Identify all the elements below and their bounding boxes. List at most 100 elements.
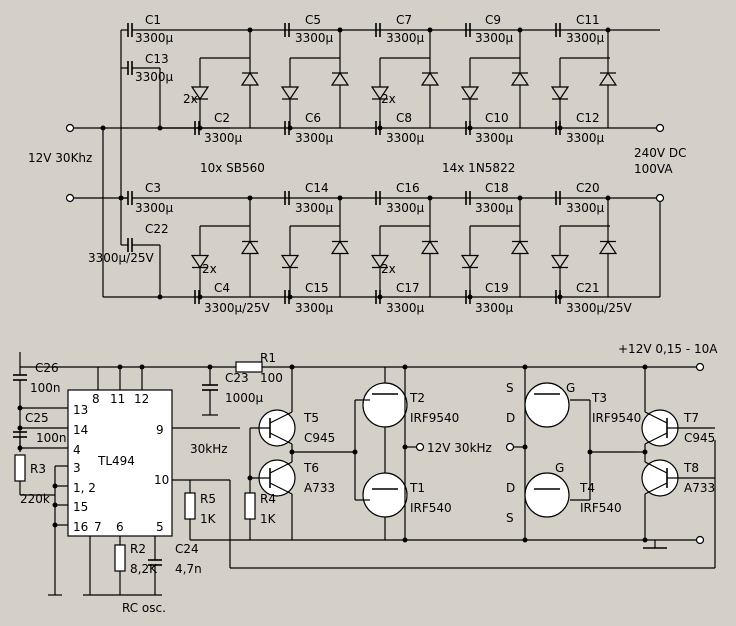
pin-15: 15	[73, 500, 88, 514]
c1-value: 3300µ	[135, 31, 174, 45]
pin-4: 4	[73, 443, 81, 457]
note-2x-4: 2x	[381, 262, 396, 276]
lower-diode-3	[280, 254, 300, 269]
c15-value: 3300µ	[295, 301, 334, 315]
t4-value: IRF540	[580, 501, 622, 515]
c3-label: C3	[145, 181, 161, 195]
t7-label: T7	[683, 411, 699, 425]
c8-value: 3300µ	[386, 131, 425, 145]
c21-label: C21	[576, 281, 600, 295]
r5-resistor	[184, 492, 196, 520]
c19-label: C19	[485, 281, 509, 295]
c19-value: 3300µ	[475, 301, 514, 315]
t6-label: T6	[303, 461, 319, 475]
t3-gate-label: G	[566, 381, 575, 395]
r2-label: R2	[130, 542, 146, 556]
c3-value: 3300µ	[135, 201, 174, 215]
r4-resistor	[244, 492, 256, 520]
upper-diode-8	[510, 71, 530, 86]
bridge-output-terminal-right[interactable]	[505, 442, 515, 452]
t2-value: IRF9540	[410, 411, 459, 425]
r2-resistor	[114, 544, 126, 572]
lower-diode-columns	[190, 191, 618, 304]
r1-value: 100	[260, 371, 283, 385]
pin-1-2: 1, 2	[73, 481, 96, 495]
t2-mosfet	[362, 382, 408, 428]
r4-label: R4	[260, 492, 276, 506]
output-power-label: 100VA	[634, 162, 673, 176]
r3-resistor	[14, 454, 26, 482]
input-terminal-top[interactable]	[65, 123, 75, 133]
lower-diode-2	[240, 240, 260, 255]
c7-label: C7	[396, 13, 412, 27]
t7-value: C945	[684, 431, 715, 445]
c16-label: C16	[396, 181, 420, 195]
c2-label: C2	[214, 111, 230, 125]
t3-drain-label: D	[506, 411, 515, 425]
upper-diode-3	[280, 86, 300, 101]
c23-value: 1000µ	[225, 391, 264, 405]
c20-value: 3300µ	[566, 201, 605, 215]
pin-8: 8	[92, 392, 100, 406]
pin-6: 6	[116, 520, 124, 534]
c26-value: 100n	[30, 381, 61, 395]
c22-value: 3300µ/25V	[88, 251, 154, 265]
t1-mosfet	[362, 472, 408, 518]
c5-value: 3300µ	[295, 31, 334, 45]
r1-label: R1	[260, 351, 276, 365]
r3-value: 220k	[20, 492, 50, 506]
c10-label: C10	[485, 111, 509, 125]
pin-14: 14	[73, 423, 88, 437]
r5-value: 1K	[200, 512, 217, 526]
ground-terminal[interactable]	[695, 535, 705, 545]
c1-label: C1	[145, 13, 161, 27]
bridge-output-terminal-left[interactable]	[415, 442, 425, 452]
input-terminal-bottom[interactable]	[65, 193, 75, 203]
lower-diode-4	[330, 240, 350, 255]
upper-multiplier	[65, 23, 665, 297]
t8-label: T8	[683, 461, 699, 475]
c9-label: C9	[485, 13, 501, 27]
lower-diode-9	[550, 254, 570, 269]
c12-value: 3300µ	[566, 131, 605, 145]
upper-diode-9	[550, 86, 570, 101]
output-terminal-240v[interactable]	[655, 123, 665, 133]
t2-label: T2	[409, 391, 425, 405]
pin-11: 11	[110, 392, 125, 406]
c25-label: C25	[25, 411, 49, 425]
r3-label: R3	[30, 462, 46, 476]
top-diodes-label: 10x SB560	[200, 161, 265, 175]
upper-diode-2	[240, 71, 260, 86]
r2-value: 8,2K	[130, 562, 158, 576]
lower-diode-8	[510, 240, 530, 255]
supply-terminal[interactable]	[695, 362, 705, 372]
c22-label: C22	[145, 222, 169, 236]
t6-value: A733	[304, 481, 335, 495]
t4-mosfet	[524, 472, 570, 518]
note-2x-1: 2x	[183, 92, 198, 106]
c9-value: 3300µ	[475, 31, 514, 45]
pin-7: 7	[94, 520, 102, 534]
pin-12: 12	[134, 392, 149, 406]
pin-9: 9	[156, 423, 164, 437]
c4-label: C4	[214, 281, 230, 295]
c26-label: C26	[35, 361, 59, 375]
output-terminal-lower[interactable]	[655, 193, 665, 203]
c17-value: 3300µ	[386, 301, 425, 315]
c24-label: C24	[175, 542, 199, 556]
pin-13: 13	[73, 403, 88, 417]
c18-label: C18	[485, 181, 509, 195]
c11-value: 3300µ	[566, 31, 605, 45]
c20-label: C20	[576, 181, 600, 195]
r5-label: R5	[200, 492, 216, 506]
t3-value: IRF9540	[592, 411, 641, 425]
c10-value: 3300µ	[475, 131, 514, 145]
t3-label: T3	[591, 391, 607, 405]
pin-5: 5	[156, 520, 164, 534]
c14-value: 3300µ	[295, 201, 334, 215]
pin-3: 3	[73, 461, 81, 475]
c4-value: 3300µ/25V	[204, 301, 270, 315]
c24-value: 4,7n	[175, 562, 202, 576]
t8-value: A733	[684, 481, 715, 495]
